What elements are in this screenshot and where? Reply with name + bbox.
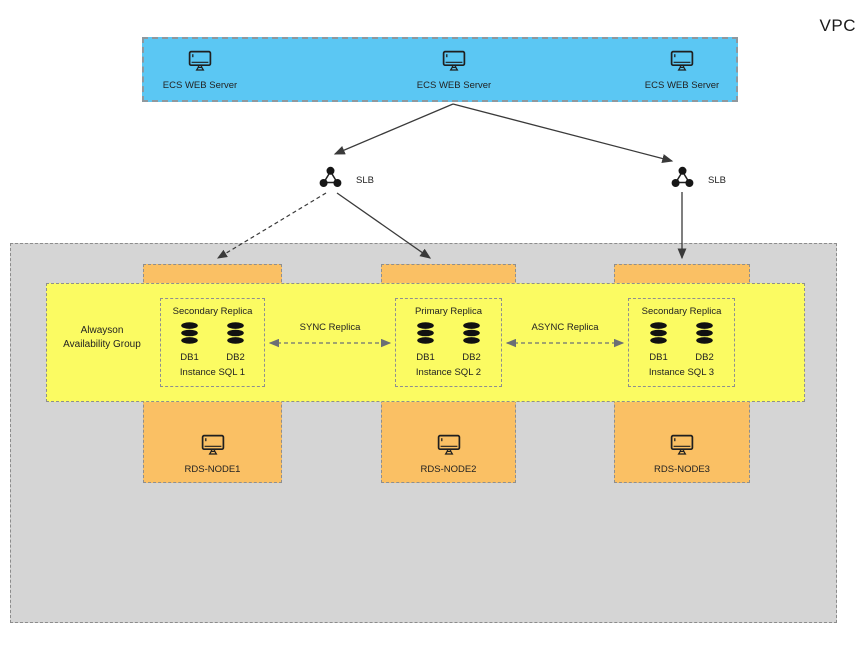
vpc-label: VPC [819,16,856,35]
db1: DB1 [409,322,443,363]
instance-label: Instance SQL 2 [415,367,482,378]
ecs-server-label: ECS WEB Server [162,80,238,91]
instance-box-sql3: Secondary Replica DB1 DB2 Instance SQL 3 [628,298,735,387]
instance-box-sql2: Primary Replica DB1 DB2 Instance SQL 2 [395,298,502,387]
monitor-icon [670,434,694,455]
db1: DB1 [173,322,207,363]
availability-group-label-line2: Availability Group [63,339,141,350]
db-label: DB1 [416,352,435,363]
database-icon-slot [695,322,714,349]
monitor-icon [201,434,224,455]
availability-group-label: Alwayson Availability Group [44,324,160,352]
ecs-server-label: ECS WEB Server [644,80,720,91]
database-icon [650,322,667,344]
database-icon [417,322,434,344]
slb-left: SLB [319,166,374,194]
rds-node-label: RDS-NODE2 [420,464,477,475]
monitor-icon [188,50,212,71]
monitor-icon-slot [670,50,694,77]
instance-label: Instance SQL 3 [648,367,715,378]
async-replica-label: ASYNC Replica [531,322,599,333]
monitor-icon-slot [437,434,461,461]
slb-label: SLB [708,174,726,186]
ecs-web-server-1: ECS WEB Server [145,50,255,91]
ecs-web-server-3: ECS WEB Server [627,50,737,91]
db-label: DB1 [649,352,668,363]
monitor-icon-slot [442,50,466,77]
database-icon [696,322,713,344]
rds-node-1: RDS-NODE1 [144,434,281,475]
database-icon-slot [462,322,481,349]
monitor-icon [442,50,466,71]
db-label: DB1 [180,352,199,363]
replica-role-label: Secondary Replica [172,306,253,317]
ecs-server-label: ECS WEB Server [416,80,492,91]
db1: DB1 [642,322,676,363]
database-icon-slot [416,322,435,349]
rds-node-label: RDS-NODE1 [184,464,241,475]
replica-role-label: Secondary Replica [641,306,722,317]
db-label: DB2 [226,352,245,363]
db2: DB2 [455,322,489,363]
instance-label: Instance SQL 1 [179,367,246,378]
sync-replica-label: SYNC Replica [299,322,361,333]
database-icon-slot [180,322,199,349]
database-icon-slot [649,322,668,349]
load-balancer-icon-slot [319,166,342,194]
ecs-web-server-2: ECS WEB Server [399,50,509,91]
database-icon [227,322,244,344]
db-row: DB1 DB2 [409,322,489,363]
monitor-icon-slot [188,50,212,77]
replica-role-label: Primary Replica [414,306,483,317]
db-row: DB1 DB2 [173,322,253,363]
monitor-icon [670,50,694,71]
database-icon [463,322,480,344]
monitor-icon-slot [201,434,225,461]
ecs-zone: ECS WEB Server ECS WEB Server ECS WEB Se… [142,37,738,102]
rds-node-2: RDS-NODE2 [382,434,515,475]
rds-node-3: RDS-NODE3 [615,434,749,475]
db-label: DB2 [462,352,481,363]
db2: DB2 [688,322,722,363]
arrow-ecs-to-slb-right [452,103,674,163]
rds-node-label: RDS-NODE3 [654,464,710,475]
load-balancer-icon [671,166,694,187]
db-row: DB1 DB2 [642,322,722,363]
db-label: DB2 [695,352,714,363]
availability-group-label-line1: Alwayson [80,325,124,336]
arrow-ecs-to-slb-left [333,103,454,155]
instance-box-sql1: Secondary Replica DB1 DB2 Instance SQL 1 [160,298,265,387]
load-balancer-icon [319,166,342,187]
database-icon-slot [226,322,245,349]
db2: DB2 [219,322,253,363]
monitor-icon-slot [670,434,694,461]
slb-label: SLB [356,174,374,186]
database-icon [181,322,198,344]
monitor-icon [437,434,460,455]
slb-right: SLB [671,166,726,194]
load-balancer-icon-slot [671,166,694,194]
